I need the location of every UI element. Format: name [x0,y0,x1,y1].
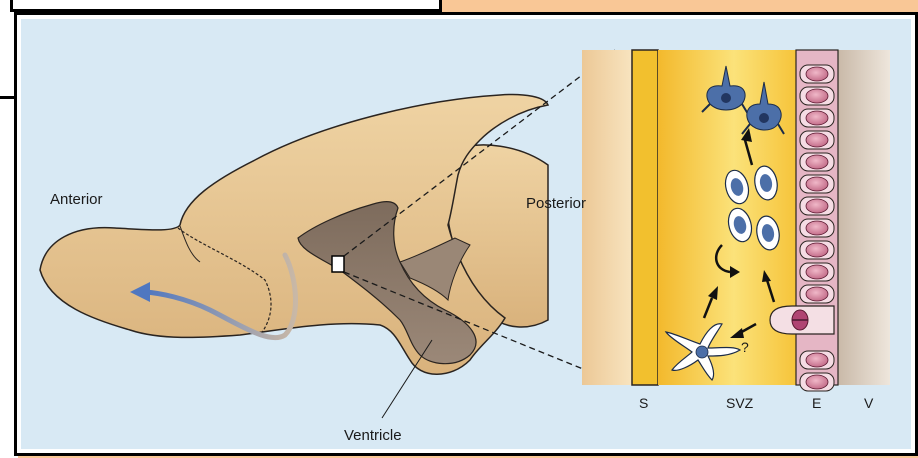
ependymal-cell [800,263,834,281]
brain-illustration [40,50,615,418]
zone-label-e: E [812,395,821,411]
ependymal-cell [800,241,834,259]
question-mark-label: ? [741,339,749,355]
magnified-panel: ? S SVZ E V [582,50,890,411]
zone-label-v: V [864,395,874,411]
ventricle-label: Ventricle [344,427,402,444]
ventricle-side [838,50,890,385]
ependymal-cell [800,153,834,171]
ependymal-cell [800,65,834,83]
ependymal-cell [800,219,834,237]
ependymal-cell [800,351,834,369]
ependymal-cell [800,131,834,149]
ependymal-cell [800,87,834,105]
ependymal-cell [800,175,834,193]
tissue-region [582,50,632,385]
ependymal-cell [800,285,834,303]
posterior-label: Posterior [526,195,586,212]
zone-label-s: S [639,395,648,411]
anterior-label: Anterior [50,191,103,208]
magnified-region-box [332,256,344,272]
ependymal-cell [800,197,834,215]
striatum-band [632,50,658,385]
ependymal-cell [800,373,834,391]
zone-label-svz: SVZ [726,395,754,411]
ependymal-cell [800,109,834,127]
